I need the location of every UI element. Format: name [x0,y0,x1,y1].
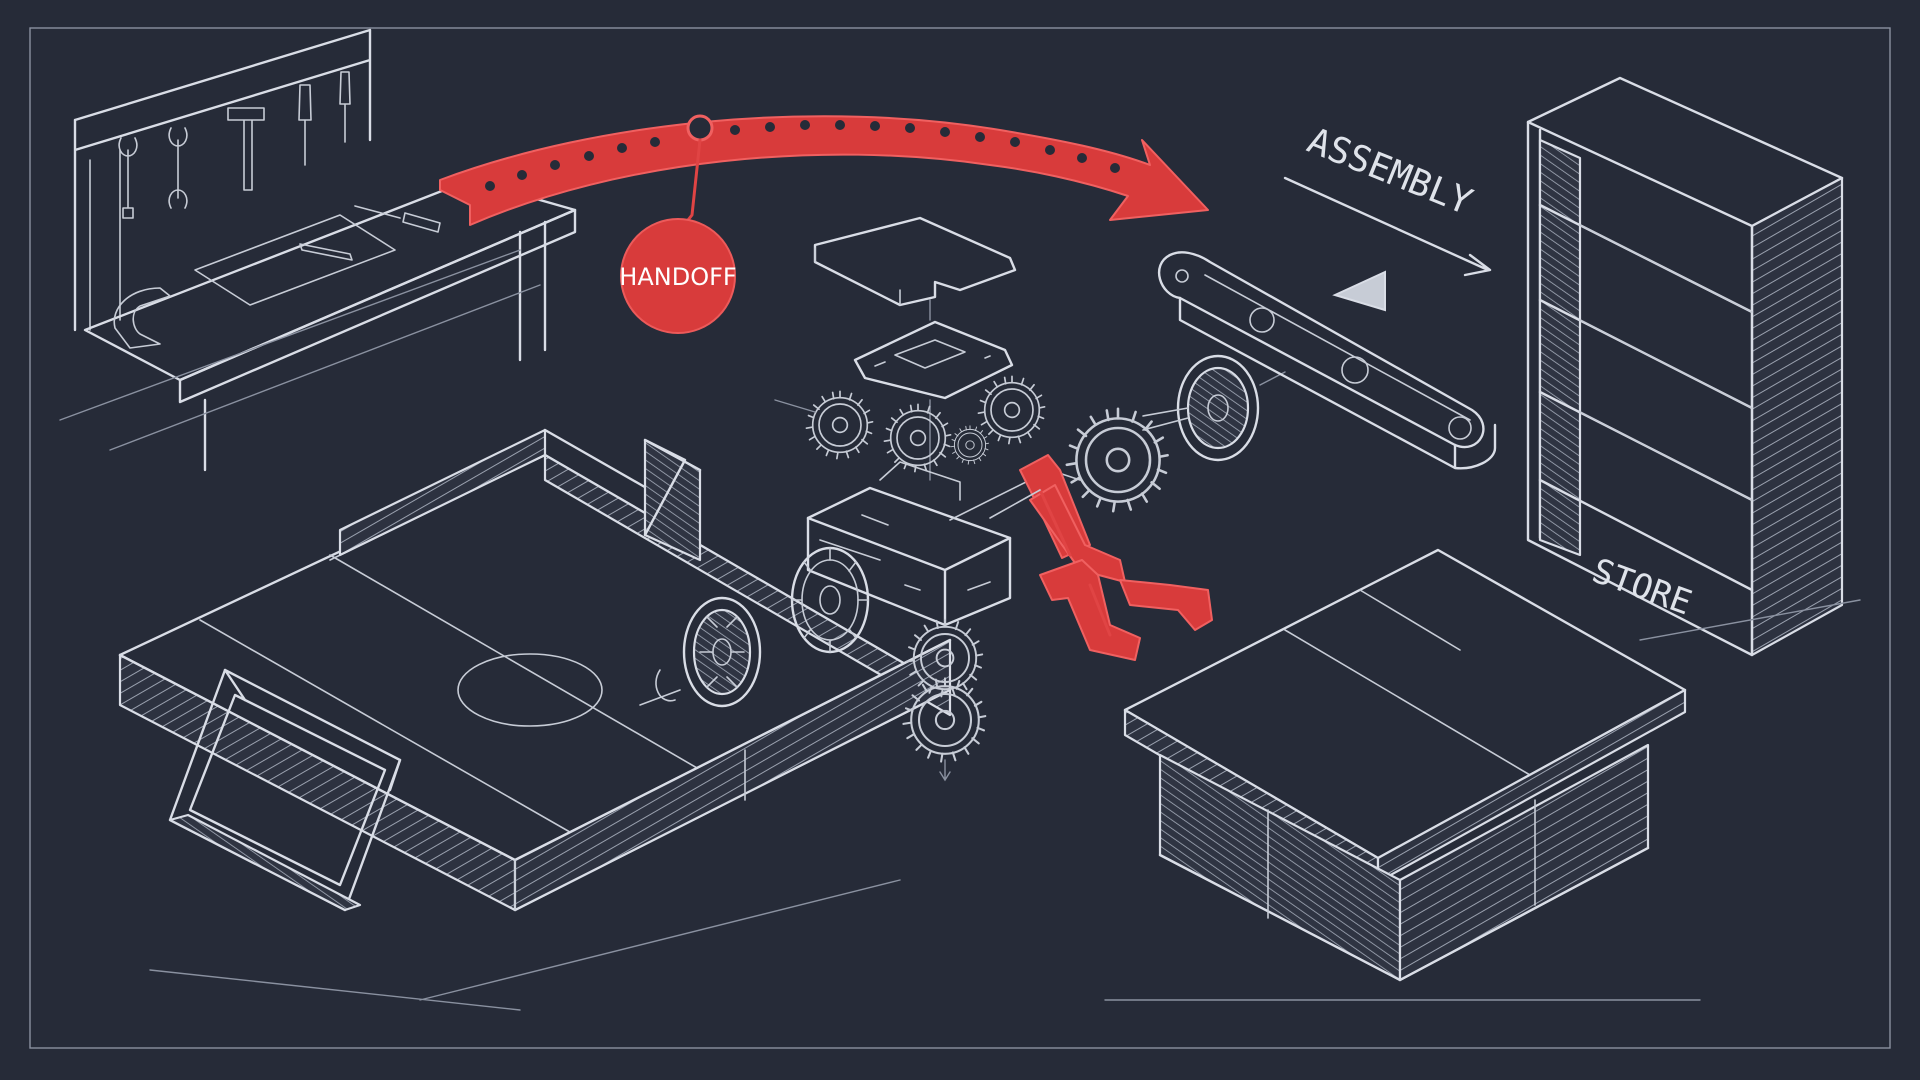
handoff-badge: HANDOFF [619,218,737,334]
gear [950,425,990,465]
wrench-icon [118,137,138,219]
shelf-side [1750,176,1844,657]
top-plate [813,216,1017,307]
assembly-label: ASSEMBLY [1302,120,1478,223]
gear [1065,407,1169,513]
diagram-border [29,27,1891,1049]
screwdriver-icon [354,205,441,233]
gripper-arm [989,454,1213,661]
chassis [806,486,1012,627]
near-goal [168,668,402,912]
store-shelf: STORE [1526,76,1844,657]
left-wheel [790,546,870,654]
gear [883,403,952,473]
handoff-label: HANDOFF [619,263,736,291]
field-floor [118,453,952,912]
right-omni-wheel [1142,354,1260,462]
table-front [1158,753,1402,982]
tool-pegboard [113,71,441,349]
arrow-body [439,115,1209,226]
handoff-point [686,114,714,142]
front-wall [118,653,517,912]
wrench-icon [168,127,188,209]
arrow-dots [485,120,1120,191]
exploded-robot [639,216,1286,782]
storage-table [1104,548,1861,1001]
rotation-arrow [655,669,676,702]
part-on-belt [1332,270,1386,312]
screwdriver-icon [298,84,312,166]
robot-field [118,428,952,1011]
handoff-arrow [439,114,1209,242]
clamp-icon [113,287,171,349]
omni-wheel [682,596,762,708]
electronics-plate [853,320,1014,400]
gear [977,375,1046,445]
screwdriver-icon [339,71,351,143]
store-label: STORE [1587,551,1697,624]
center-circle [457,653,603,727]
pencil-icon [299,243,353,261]
axle [639,689,681,706]
workbench [59,28,577,472]
assembly-arrow [1283,176,1492,277]
hammer-icon [227,107,265,191]
gear [805,390,874,460]
